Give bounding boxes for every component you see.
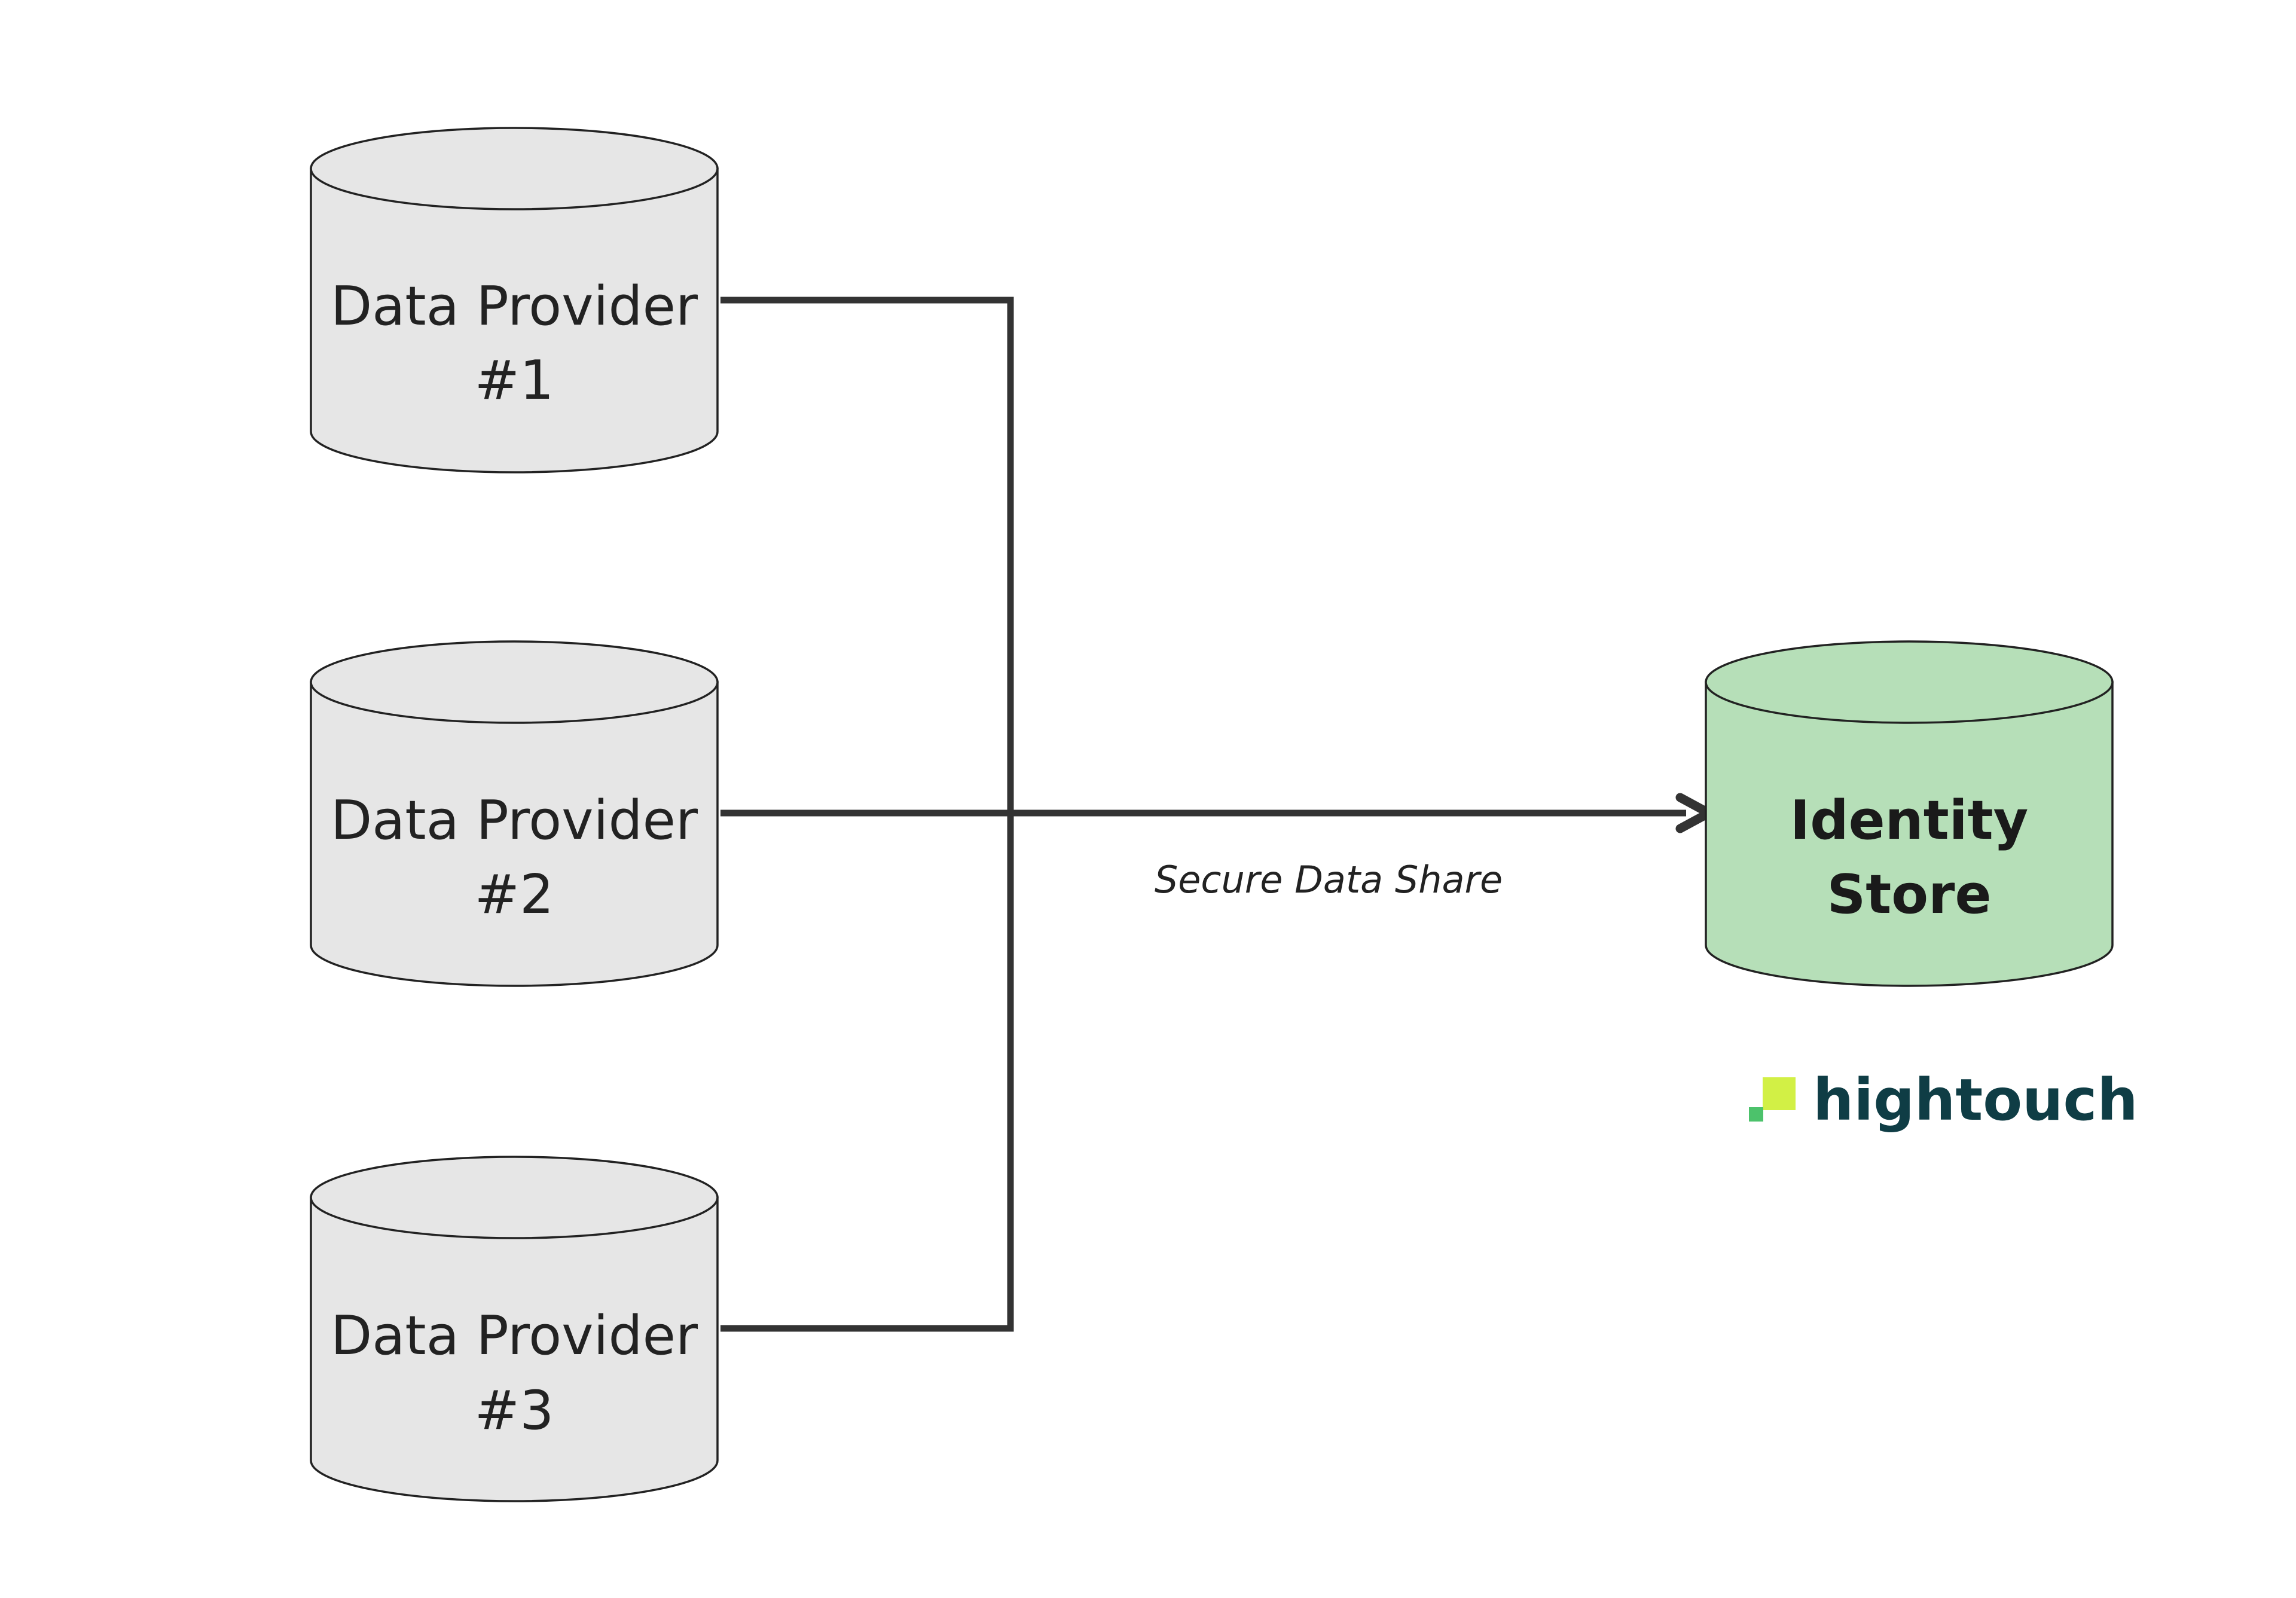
provider-1-label-line1: Data Provider bbox=[331, 275, 698, 338]
identity-store-label-line2: Store bbox=[1827, 863, 1991, 926]
connector-provider1 bbox=[720, 297, 1014, 813]
cylinder-body bbox=[310, 167, 719, 473]
cylinder-top bbox=[1705, 640, 2114, 724]
provider-3-label-line2: #3 bbox=[475, 1379, 554, 1442]
provider-3-label-line1: Data Provider bbox=[331, 1304, 698, 1367]
logo-mark-small-square bbox=[1749, 1107, 1763, 1122]
cylinder-top bbox=[310, 640, 719, 724]
cylinder-body bbox=[310, 681, 719, 987]
cylinder-body bbox=[1705, 681, 2114, 987]
cylinder-data-provider-1: Data Provider #1 bbox=[310, 127, 719, 473]
logo-mark-large-square bbox=[1763, 1077, 1796, 1110]
cylinder-top bbox=[310, 1156, 719, 1239]
hightouch-logo: hightouch bbox=[1749, 1067, 2138, 1133]
cylinder-data-provider-2: Data Provider #2 bbox=[310, 640, 719, 987]
cylinder-top bbox=[310, 127, 719, 210]
connectors bbox=[720, 297, 1714, 1332]
cylinder-data-provider-3: Data Provider #3 bbox=[310, 1156, 719, 1502]
identity-store-label-line1: Identity bbox=[1790, 789, 2029, 852]
cylinder-body bbox=[310, 1196, 719, 1502]
logo-text: hightouch bbox=[1813, 1067, 2138, 1133]
provider-2-label-line2: #2 bbox=[475, 863, 554, 926]
cylinder-identity-store: Identity Store bbox=[1705, 640, 2114, 987]
secure-data-share-label: Secure Data Share bbox=[1155, 858, 1503, 902]
provider-2-label-line1: Data Provider bbox=[331, 789, 698, 852]
connector-provider3 bbox=[720, 813, 1014, 1332]
provider-1-label-line2: #1 bbox=[475, 349, 554, 412]
